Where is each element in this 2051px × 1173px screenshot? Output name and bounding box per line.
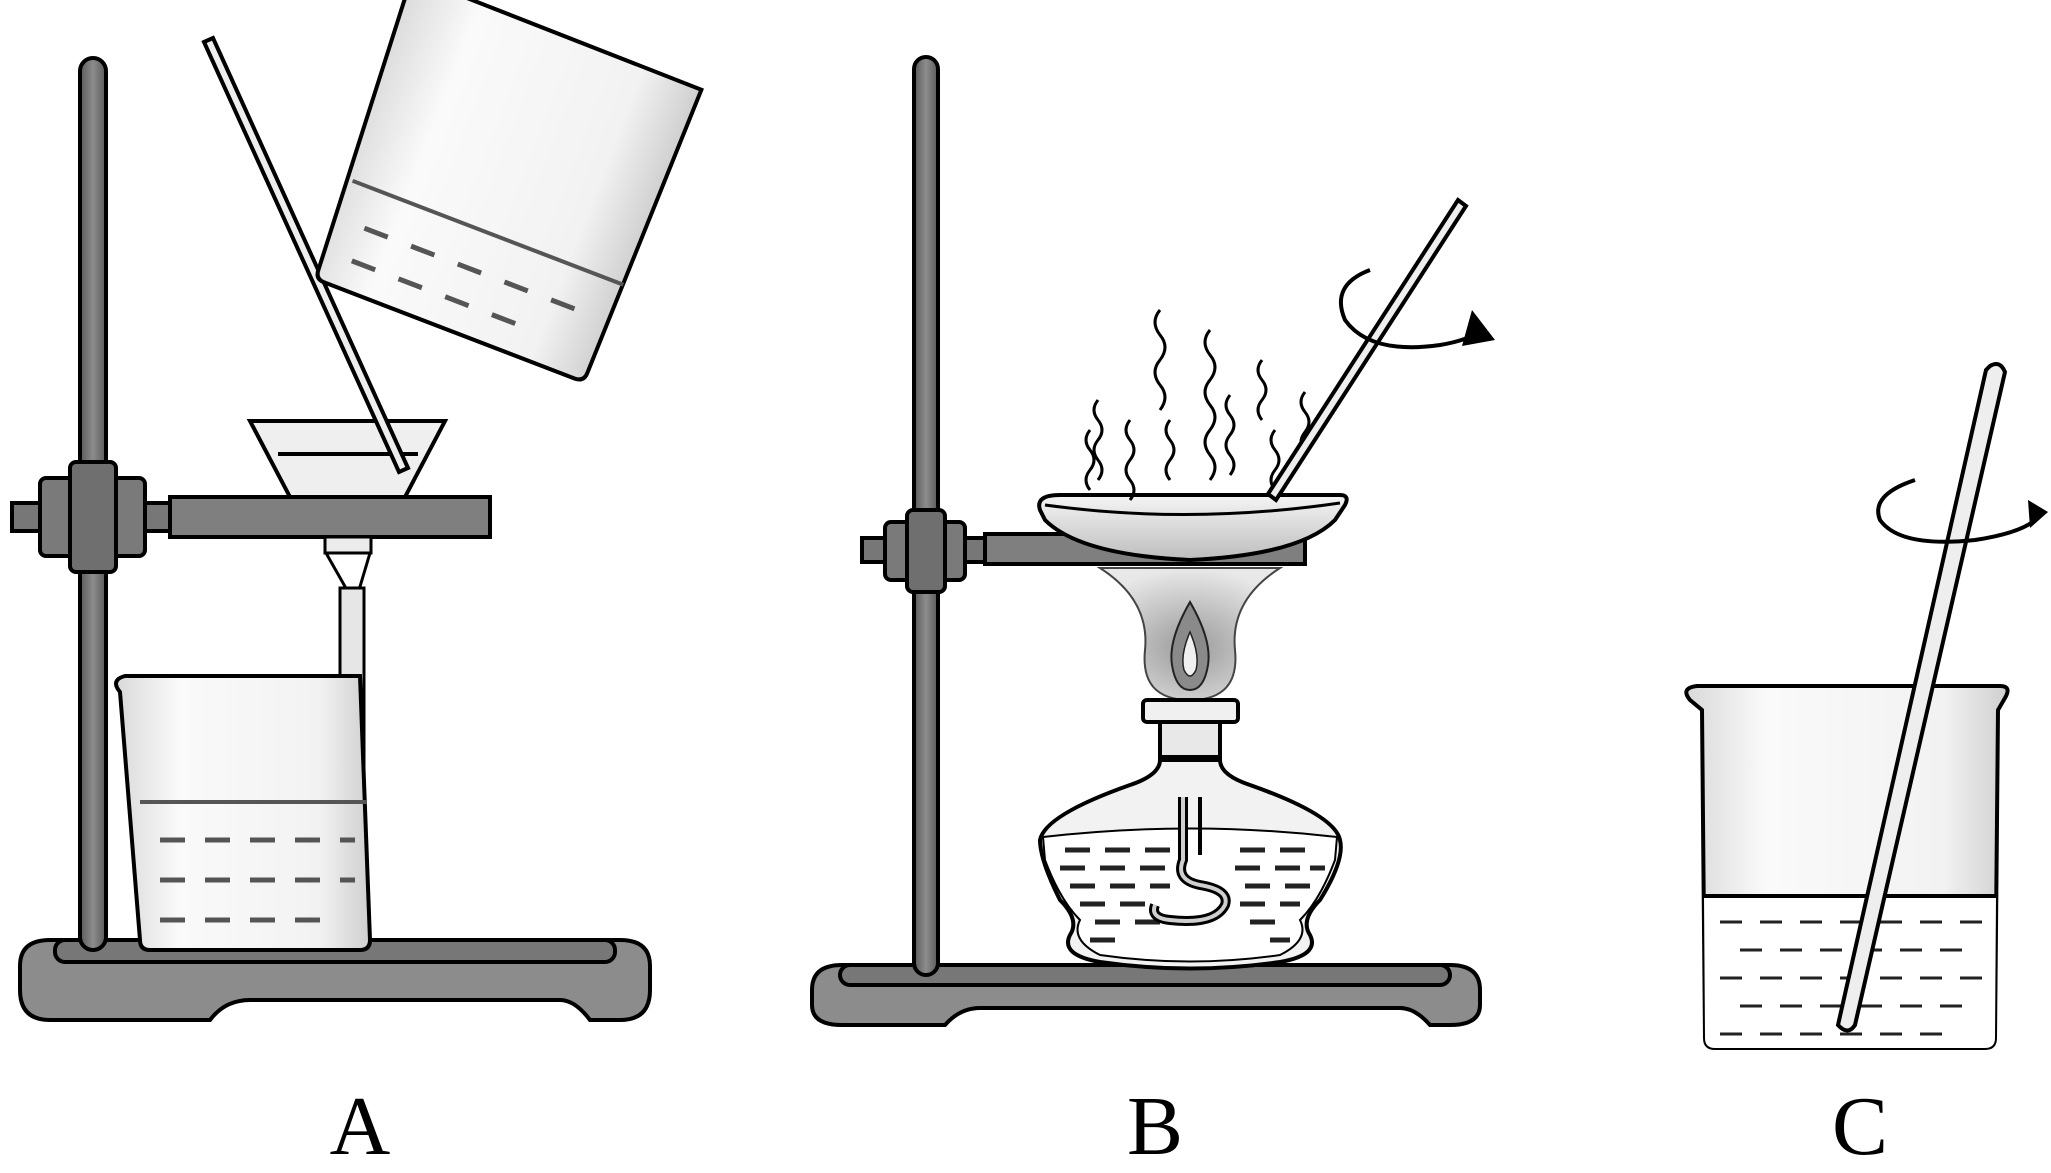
panel-a-filtration — [10, 0, 704, 1022]
vapor-wisps — [1084, 309, 1311, 501]
panel-label-c: C — [1831, 1080, 1889, 1173]
stand-a-clamp — [10, 460, 174, 574]
pouring-beaker — [315, 0, 704, 382]
panel-c-dissolving — [1684, 362, 2048, 1050]
panel-label-b: B — [1126, 1080, 1184, 1173]
dissolving-liquid-dashes — [1720, 920, 1982, 1036]
alcohol-lamp — [1037, 698, 1343, 971]
rotation-arrow-c-icon — [1876, 478, 2048, 544]
stirring-rod-b — [1265, 197, 1469, 503]
stirring-rod-c — [1835, 362, 2008, 1033]
stand-b-clamp — [860, 508, 994, 594]
rotation-arrow-b-icon — [1339, 268, 1495, 350]
pouring-glass-rod — [201, 35, 411, 475]
panel-b-evaporation — [810, 55, 1495, 1027]
receiving-liquid-dashes — [160, 837, 355, 923]
panel-label-a: A — [329, 1080, 391, 1173]
evaporating-dish — [1037, 493, 1349, 563]
receiving-beaker — [114, 674, 373, 952]
lamp-liquid-dashes — [1060, 847, 1325, 943]
stand-a-ring-arm — [168, 495, 492, 539]
burner-flame — [1096, 567, 1284, 702]
